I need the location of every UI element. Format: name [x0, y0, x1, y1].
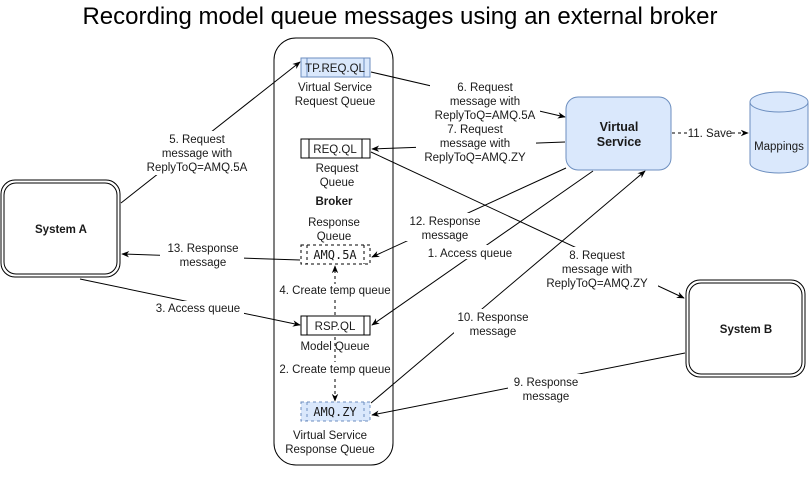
- system-a-label: System A: [35, 224, 87, 236]
- edge-6-label-2: message with: [450, 96, 520, 108]
- edge-9-label-2: message: [523, 391, 570, 403]
- edge-10-line: [370, 170, 646, 404]
- queue-amqzy-caption-1: Virtual Service: [293, 430, 367, 442]
- edge-12-line: [371, 167, 567, 258]
- edge-10-label-1: 10. Response: [458, 312, 529, 324]
- edge-7-label-1: 7. Request: [447, 124, 503, 136]
- edge-2-label: 2. Create temp queue: [279, 364, 390, 376]
- queue-tp-req-caption-2: Request Queue: [295, 96, 376, 108]
- broker-label: Broker: [315, 196, 353, 208]
- edge-5-label-2: message with: [162, 148, 232, 160]
- system-b-label: System B: [720, 324, 772, 336]
- queue-req-ql-name: REQ.QL: [313, 144, 357, 156]
- edge-6-label-1: 6. Request: [457, 82, 513, 94]
- queue-req-ql[interactable]: REQ.QL: [300, 138, 371, 159]
- queue-tp-req-ql-name: TP.REQ.QL: [305, 63, 365, 75]
- edge-13-label-1: 13. Response: [168, 243, 239, 255]
- edge-4-label: 4. Create temp queue: [279, 285, 390, 297]
- edge-5-label-1: 5. Request: [169, 134, 225, 146]
- edge-1-label: 1. Access queue: [428, 248, 512, 260]
- mappings-datastore[interactable]: Mappings: [749, 91, 809, 174]
- queue-tp-req-caption-1: Virtual Service: [298, 82, 372, 94]
- system-a-node[interactable]: System A: [0, 179, 121, 278]
- queue-rsp-ql-name: RSP.QL: [315, 321, 356, 333]
- system-b-node[interactable]: System B: [685, 279, 806, 378]
- edge-10-label-2: message: [470, 326, 517, 338]
- queue-rsp-ql[interactable]: RSP.QL: [300, 315, 371, 336]
- edge-13-label-2: message: [180, 257, 227, 269]
- queue-amq-5a-name: AMQ.5A: [313, 248, 357, 262]
- edge-5-label-3: ReplyToQ=AMQ.5A: [147, 162, 248, 174]
- edge-3-label: 3. Access queue: [156, 303, 240, 315]
- queue-amq-5a[interactable]: AMQ.5A: [300, 244, 371, 265]
- queue-rsp-caption: Model Queue: [300, 341, 369, 353]
- edge-7-label-3: ReplyToQ=AMQ.ZY: [424, 152, 526, 164]
- edge-11-label: 11. Save: [688, 128, 733, 140]
- edge-8-label-2: message with: [562, 264, 632, 276]
- edge-8-label-3: ReplyToQ=AMQ.ZY: [546, 278, 648, 290]
- edge-12-label-1: 12. Response: [410, 216, 481, 228]
- edge-6-label-3: ReplyToQ=AMQ.5A: [435, 110, 536, 122]
- queue-req-caption-2: Queue: [320, 177, 355, 189]
- queue-amq5a-caption-2: Queue: [317, 231, 352, 243]
- edge-7-label-2: message with: [440, 138, 510, 150]
- mappings-label: Mappings: [754, 141, 804, 153]
- edge-8-label-1: 8. Request: [569, 250, 625, 262]
- virtual-service-node[interactable]: Virtual Service: [565, 96, 672, 171]
- queue-amq5a-caption-1: Response: [308, 217, 360, 229]
- edge-12-label-2: message: [422, 230, 469, 242]
- queue-req-caption-1: Request: [316, 163, 360, 175]
- virtual-service-label-1: Virtual: [600, 120, 639, 134]
- queue-amq-zy[interactable]: AMQ.ZY: [300, 401, 371, 422]
- queue-amq-zy-name: AMQ.ZY: [313, 405, 357, 419]
- queue-amqzy-caption-2: Response Queue: [285, 444, 375, 456]
- virtual-service-label-2: Service: [597, 135, 642, 149]
- diagram-title: Recording model queue messages using an …: [82, 3, 717, 30]
- edge-9-label-1: 9. Response: [514, 377, 579, 389]
- queue-tp-req-ql[interactable]: TP.REQ.QL: [300, 57, 371, 78]
